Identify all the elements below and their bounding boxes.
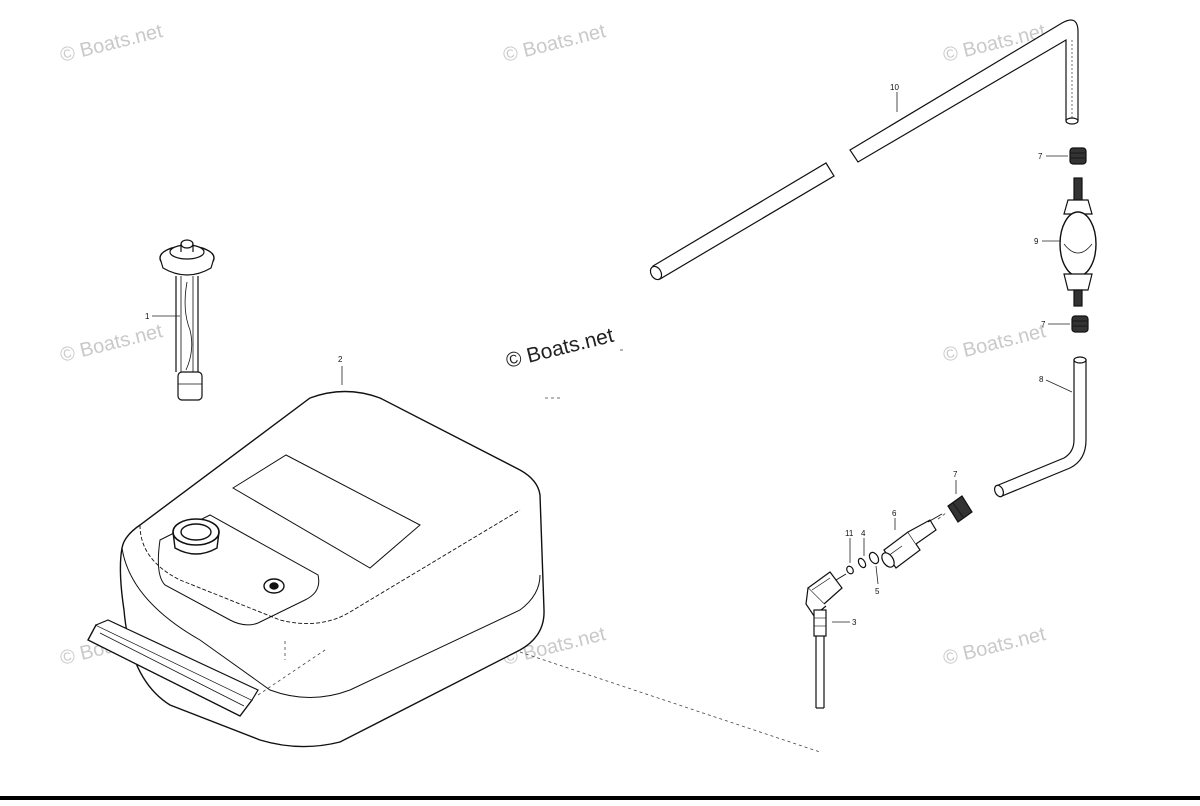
primer-bulb: [1059, 177, 1097, 307]
fuel-pickup-tube: [805, 571, 847, 709]
callout-5: 5: [875, 587, 880, 596]
callout-4: 4: [861, 529, 866, 538]
fuel-gauge-sender: [159, 239, 215, 401]
fuel-connector: [881, 513, 943, 569]
watermark-main: © Boats.net: [504, 324, 616, 373]
callout-3: 3: [852, 618, 857, 627]
fuel-tank: [87, 390, 545, 748]
watermark: © Boats.net: [941, 320, 1048, 367]
leader-lines: [152, 92, 1073, 753]
callouts: 1 2 3 4 5 6 7 7 7 8 9 10 11: [145, 83, 1046, 627]
o-ring: [868, 551, 880, 565]
callout-9: 9: [1034, 237, 1039, 246]
callout-2: 2: [338, 355, 343, 364]
callout-7-lower: 7: [953, 470, 958, 479]
small-o-ring: [846, 565, 854, 575]
hose-clamp-top: [1069, 147, 1087, 165]
callout-10: 10: [890, 83, 899, 92]
callout-7-top: 7: [1038, 152, 1043, 161]
callout-11: 11: [845, 529, 854, 538]
watermark: © Boats.net: [58, 20, 165, 67]
callout-6: 6: [892, 509, 897, 518]
watermark: © Boats.net: [58, 320, 165, 367]
watermark: © Boats.net: [501, 20, 608, 67]
hose-clamp-lower: [947, 495, 973, 523]
callout-1: 1: [145, 312, 150, 321]
fuel-hose-short: [993, 356, 1087, 498]
watermark: © Boats.net: [941, 623, 1048, 670]
callout-7-middle: 7: [1041, 320, 1046, 329]
bottom-border: [0, 796, 1200, 800]
washer: [857, 557, 867, 569]
fuel-hose-long: [649, 19, 1079, 281]
hose-clamp-middle: [1071, 315, 1089, 333]
callout-8: 8: [1039, 375, 1044, 384]
